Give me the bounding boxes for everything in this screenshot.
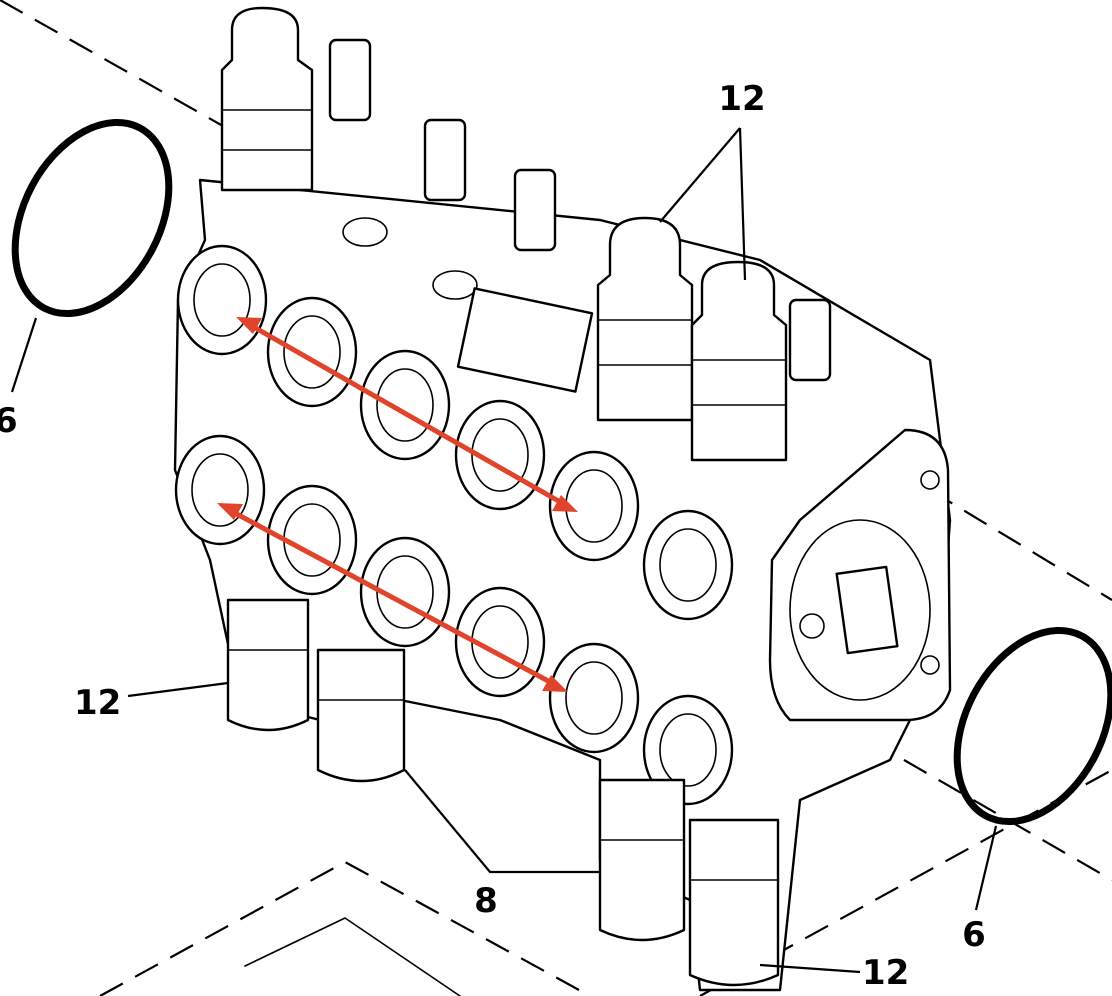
o-ring-left: [11, 118, 173, 318]
callout-left-bottom: 12: [74, 683, 121, 723]
o-ring-right: [953, 626, 1112, 826]
callout-bottom-right: 12: [862, 953, 909, 993]
bottom-spools: [226, 598, 780, 987]
callout-top-right: 12: [718, 79, 765, 119]
callout-center-bottom: 8: [474, 881, 498, 921]
callout-left-ring: 6: [0, 401, 18, 441]
center-line-right: [929, 489, 1112, 601]
lower-double-arrow: [217, 503, 568, 692]
top-spool-3: [690, 260, 788, 462]
leader-lines: [10, 127, 998, 974]
end-plate: [768, 428, 952, 722]
top-fittings: [328, 38, 832, 393]
upper-ports: [176, 244, 734, 621]
base-plate-outline-inner: [244, 917, 461, 996]
lower-ports: [174, 434, 734, 806]
top-spool-2: [596, 216, 694, 422]
top-spool-1: [220, 6, 314, 192]
base-plate-outline-outer: [99, 860, 591, 996]
center-line-top-left: [0, 0, 231, 131]
flow-arrows: [217, 317, 578, 692]
upper-double-arrow: [236, 317, 578, 512]
callout-right-ring: 6: [962, 915, 986, 955]
